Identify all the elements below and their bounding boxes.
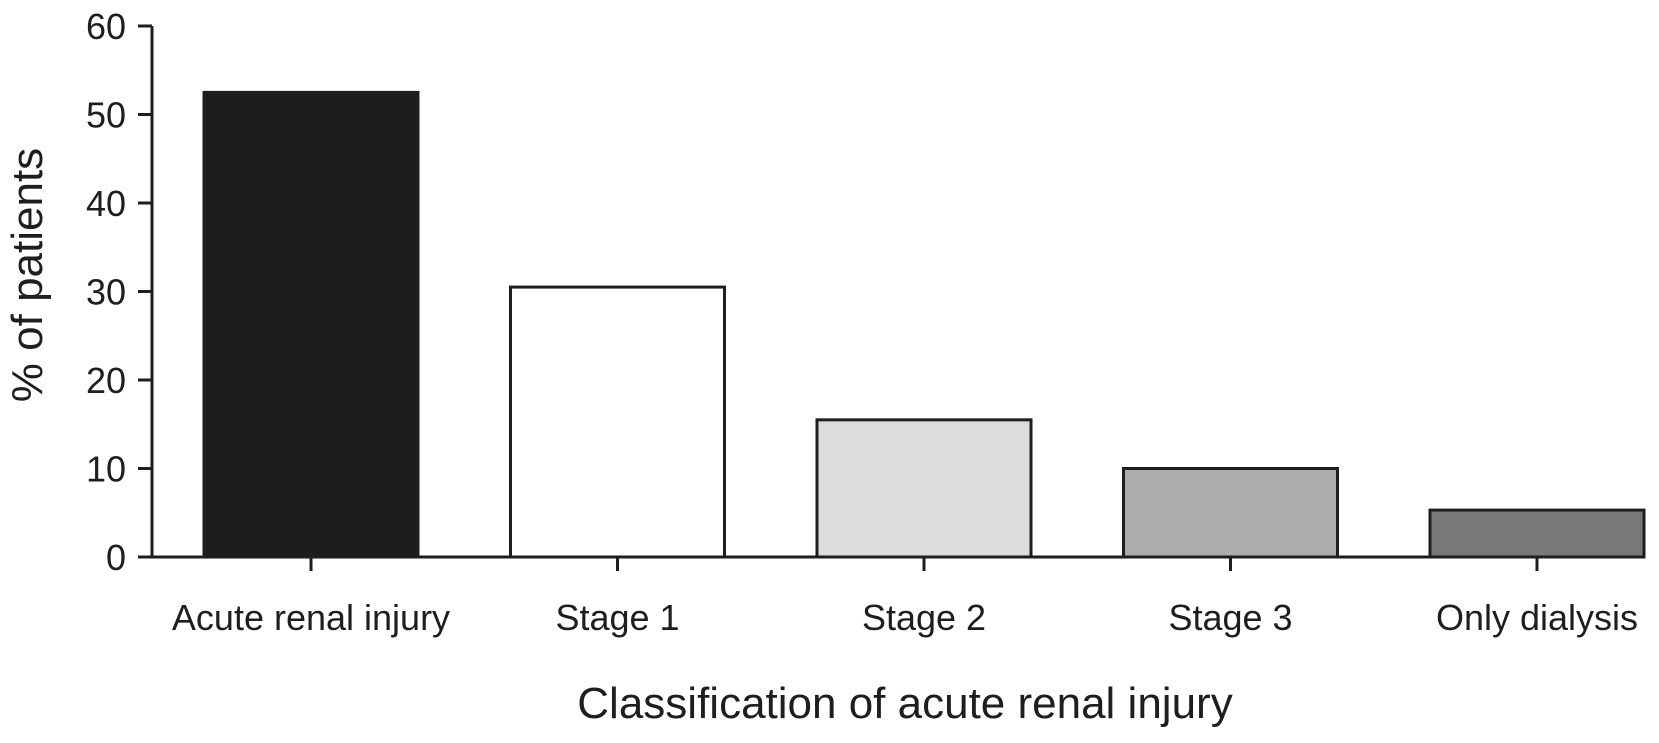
x-tick-label: Stage 1 <box>555 597 679 638</box>
y-tick-label: 20 <box>86 360 126 401</box>
bar-4 <box>1122 467 1339 559</box>
x-tick-label: Stage 3 <box>1168 597 1292 638</box>
x-tick-label: Only dialysis <box>1436 597 1638 638</box>
x-axis-title: Classification of acute renal injury <box>577 679 1232 728</box>
bar-2 <box>509 285 726 559</box>
y-tick-label: 60 <box>86 6 126 47</box>
bar-1 <box>202 90 420 559</box>
y-tick-label: 40 <box>86 183 126 224</box>
y-tick-label: 0 <box>106 537 126 578</box>
y-axis-title: % of patients <box>3 148 52 402</box>
x-tick-label: Acute renal injury <box>172 597 450 638</box>
y-tick-label: 50 <box>86 95 126 136</box>
y-tick-label: 30 <box>86 272 126 313</box>
axes-layer <box>138 24 1644 571</box>
bar-5 <box>1428 508 1646 559</box>
bar-3 <box>815 418 1033 559</box>
bars-layer <box>202 90 1646 559</box>
x-tick-label: Stage 2 <box>862 597 986 638</box>
y-tick-label: 10 <box>86 449 126 490</box>
